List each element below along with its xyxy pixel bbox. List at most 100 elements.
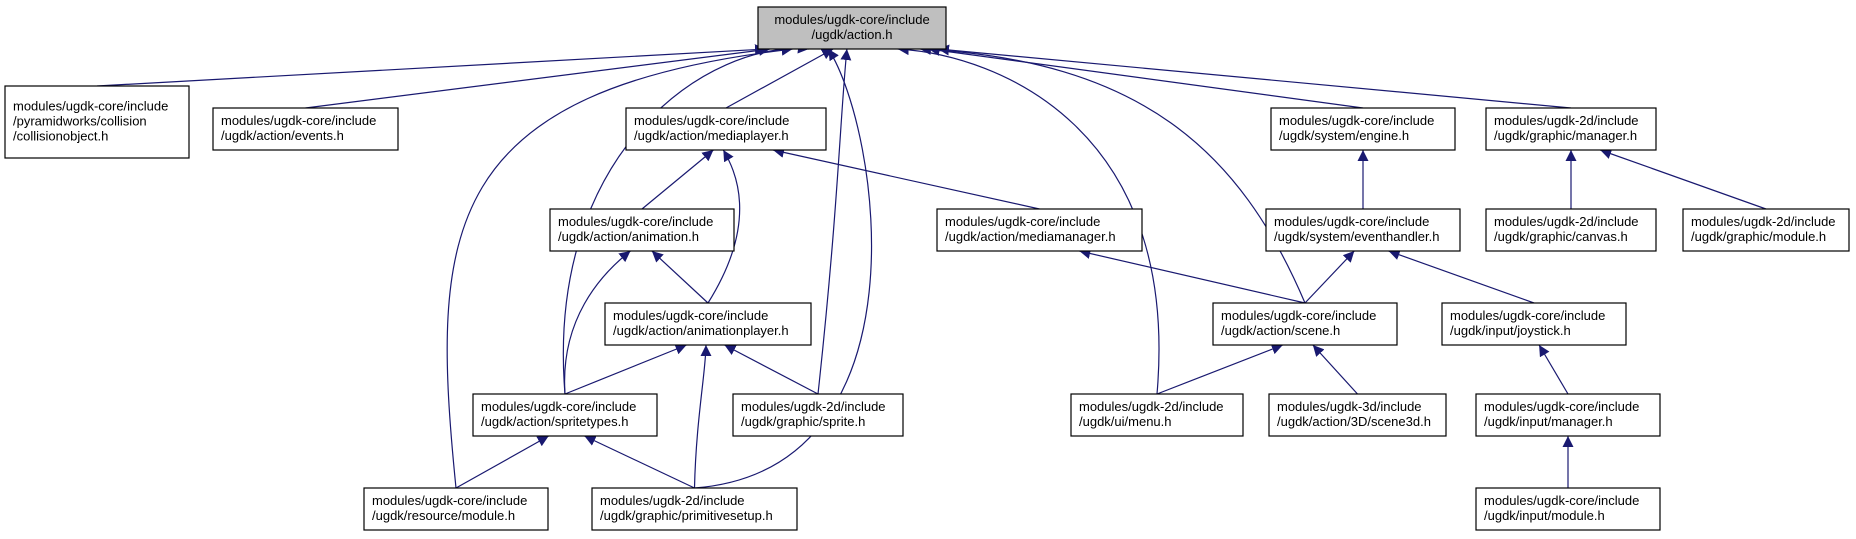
node-mediaplayer[interactable]: modules/ugdk-core/include/ugdk/action/me… xyxy=(625,107,827,151)
edge-scene-to-root xyxy=(919,44,1306,304)
node-label-line: modules/ugdk-2d/include xyxy=(1494,214,1639,229)
node-label-line: /ugdk/graphic/module.h xyxy=(1691,229,1826,244)
node-box[interactable] xyxy=(212,107,399,151)
node-label-line: /ugdk/action/mediaplayer.h xyxy=(634,128,789,143)
edge-arrow xyxy=(707,149,741,304)
node-label-line: modules/ugdk-core/include xyxy=(1221,308,1376,323)
node-engine[interactable]: modules/ugdk-core/include/ugdk/system/en… xyxy=(1270,107,1456,151)
node-label-line: modules/ugdk-core/include xyxy=(481,399,636,414)
edge-mediaplayer-to-root xyxy=(725,48,834,109)
node-box[interactable] xyxy=(1475,487,1661,531)
node-label-line: modules/ugdk-core/include xyxy=(945,214,1100,229)
node-box[interactable] xyxy=(1212,302,1398,346)
node-box[interactable] xyxy=(1485,208,1657,252)
edge-arrow xyxy=(584,435,695,489)
node-label-line: modules/ugdk-3d/include xyxy=(1277,399,1422,414)
edge-arrow xyxy=(1079,248,1306,304)
node-menu[interactable]: modules/ugdk-2d/include/ugdk/ui/menu.h xyxy=(1070,393,1244,437)
edge-menu-to-root xyxy=(897,44,1160,395)
node-label-line: /ugdk/graphic/manager.h xyxy=(1494,128,1637,143)
node-label-line: modules/ugdk-core/include xyxy=(1450,308,1605,323)
node-box[interactable] xyxy=(591,487,798,531)
node-box[interactable] xyxy=(549,208,735,252)
node-animation[interactable]: modules/ugdk-core/include/ugdk/action/an… xyxy=(549,208,735,252)
node-label-line: /ugdk/input/joystick.h xyxy=(1450,323,1571,338)
node-inputmanager[interactable]: modules/ugdk-core/include/ugdk/input/man… xyxy=(1475,393,1661,437)
edge-primitivesetup-to-spritetypes xyxy=(584,435,695,489)
node-box[interactable] xyxy=(936,208,1143,252)
node-label-line: modules/ugdk-2d/include xyxy=(741,399,886,414)
edge-scene-to-mediamanager xyxy=(1079,248,1306,304)
node-box[interactable] xyxy=(757,6,947,50)
node-events[interactable]: modules/ugdk-core/include/ugdk/action/ev… xyxy=(212,107,399,151)
node-box[interactable] xyxy=(1441,302,1627,346)
node-sprite[interactable]: modules/ugdk-2d/include/ugdk/graphic/spr… xyxy=(732,393,904,437)
node-box[interactable] xyxy=(1475,393,1661,437)
edge-animation-to-mediaplayer xyxy=(641,149,714,210)
node-box[interactable] xyxy=(1268,393,1447,437)
node-collisionobject[interactable]: modules/ugdk-core/include/pyramidworks/c… xyxy=(4,85,190,159)
edge-arrow xyxy=(897,44,1160,395)
node-label-line: /ugdk/input/module.h xyxy=(1484,508,1605,523)
node-box[interactable] xyxy=(732,393,904,437)
node-graphicmodule[interactable]: modules/ugdk-2d/include/ugdk/graphic/mod… xyxy=(1682,208,1850,252)
node-box[interactable] xyxy=(1682,208,1850,252)
node-label-line: /ugdk/input/manager.h xyxy=(1484,414,1613,429)
node-joystick[interactable]: modules/ugdk-core/include/ugdk/input/joy… xyxy=(1441,302,1627,346)
edge-animationplayer-to-animation xyxy=(651,250,709,304)
node-label-line: /ugdk/graphic/canvas.h xyxy=(1494,229,1628,244)
node-eventhandler[interactable]: modules/ugdk-core/include/ugdk/system/ev… xyxy=(1265,208,1461,252)
node-label-line: modules/ugdk-core/include xyxy=(221,113,376,128)
node-box[interactable] xyxy=(1265,208,1461,252)
node-label-line: /ugdk/graphic/primitivesetup.h xyxy=(600,508,773,523)
edge-arrow xyxy=(455,435,549,489)
node-label-line: modules/ugdk-core/include xyxy=(774,12,929,27)
edge-events-to-root xyxy=(305,44,771,109)
node-label-line: modules/ugdk-2d/include xyxy=(600,493,745,508)
edge-arrow xyxy=(1600,148,1767,210)
edge-primitivesetup-to-root xyxy=(694,48,873,489)
node-label-line: modules/ugdk-core/include xyxy=(613,308,768,323)
node-label-line: modules/ugdk-core/include xyxy=(372,493,527,508)
node-canvas[interactable]: modules/ugdk-2d/include/ugdk/graphic/can… xyxy=(1485,208,1657,252)
edge-sprite-to-root xyxy=(817,48,852,395)
node-box[interactable] xyxy=(1070,393,1244,437)
edge-primitivesetup-to-animationplayer xyxy=(693,344,712,489)
node-scene3d[interactable]: modules/ugdk-3d/include/ugdk/action/3D/s… xyxy=(1268,393,1447,437)
node-resourcemodule[interactable]: modules/ugdk-core/include/ugdk/resource/… xyxy=(363,487,549,531)
edge-arrow xyxy=(1538,344,1569,395)
edge-spritetypes-to-animationplayer xyxy=(564,344,687,395)
edge-arrow xyxy=(694,48,873,489)
node-box[interactable] xyxy=(1485,107,1657,151)
node-label-line: /ugdk/action/spritetypes.h xyxy=(481,414,628,429)
node-mediamanager[interactable]: modules/ugdk-core/include/ugdk/action/me… xyxy=(936,208,1143,252)
node-box[interactable] xyxy=(625,107,827,151)
node-box[interactable] xyxy=(604,302,812,346)
edge-arrow xyxy=(919,44,1306,304)
nodes-layer: modules/ugdk-core/include/ugdk/action.hm… xyxy=(4,6,1850,531)
node-label-line: modules/ugdk-core/include xyxy=(1274,214,1429,229)
node-label-line: modules/ugdk-2d/include xyxy=(1691,214,1836,229)
node-graphicmanager[interactable]: modules/ugdk-2d/include/ugdk/graphic/man… xyxy=(1485,107,1657,151)
node-box[interactable] xyxy=(472,393,658,437)
edge-mediamanager-to-mediaplayer xyxy=(772,147,1040,210)
node-label-line: modules/ugdk-2d/include xyxy=(1494,113,1639,128)
edge-collisionobject-to-root xyxy=(96,44,767,87)
edge-scene-to-eventhandler xyxy=(1304,250,1355,304)
node-label-line: modules/ugdk-core/include xyxy=(13,99,168,114)
edge-arrow xyxy=(305,44,771,109)
edge-arrow xyxy=(1312,344,1358,395)
node-scene[interactable]: modules/ugdk-core/include/ugdk/action/sc… xyxy=(1212,302,1398,346)
node-box[interactable] xyxy=(1270,107,1456,151)
node-label-line: /ugdk/action/animation.h xyxy=(558,229,699,244)
node-inputmodule[interactable]: modules/ugdk-core/include/ugdk/input/mod… xyxy=(1475,487,1661,531)
edge-resourcemodule-to-root xyxy=(446,44,793,489)
node-box[interactable] xyxy=(363,487,549,531)
node-root[interactable]: modules/ugdk-core/include/ugdk/action.h xyxy=(757,6,947,50)
node-box[interactable] xyxy=(4,85,190,159)
node-primitivesetup[interactable]: modules/ugdk-2d/include/ugdk/graphic/pri… xyxy=(591,487,798,531)
edge-arrow xyxy=(724,344,819,395)
node-animationplayer[interactable]: modules/ugdk-core/include/ugdk/action/an… xyxy=(604,302,812,346)
node-spritetypes[interactable]: modules/ugdk-core/include/ugdk/action/sp… xyxy=(472,393,658,437)
edge-arrow xyxy=(1304,250,1355,304)
